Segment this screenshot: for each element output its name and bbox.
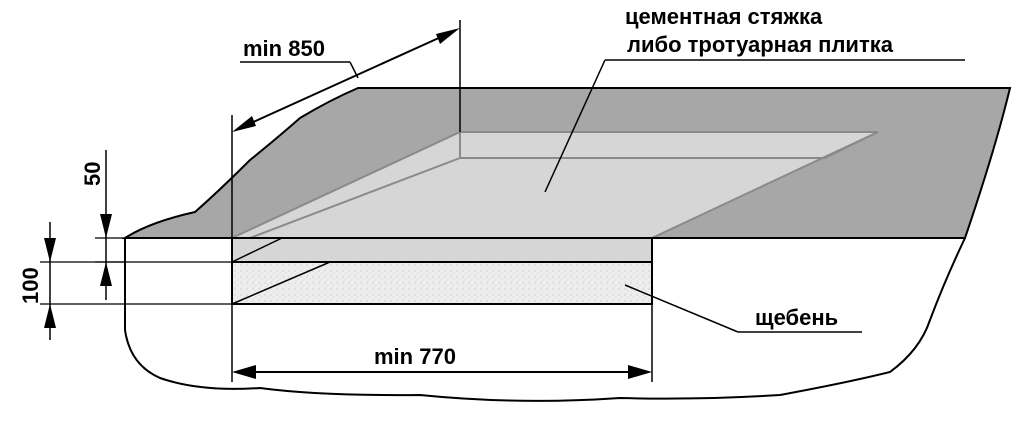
dim-label-850: min 850 bbox=[243, 36, 325, 61]
callout-label-surface-line2: либо тротуарная плитка bbox=[627, 32, 894, 57]
slab-section bbox=[231, 237, 653, 263]
arrow-head bbox=[232, 365, 256, 379]
leader-line bbox=[349, 61, 359, 79]
arrow-head bbox=[44, 304, 56, 328]
arrow-head bbox=[100, 262, 112, 286]
dim-label-50: 50 bbox=[80, 162, 105, 186]
gravel-section-hatch bbox=[231, 261, 331, 305]
callout-label-surface-line1: цементная стяжка bbox=[625, 4, 823, 29]
gravel-section bbox=[231, 261, 653, 305]
slab-inner-edge bbox=[824, 131, 879, 159]
callout-label-gravel: щебень bbox=[755, 305, 838, 330]
arrow-head bbox=[232, 116, 256, 132]
callout-leader bbox=[544, 59, 606, 193]
slab-section-hatch bbox=[231, 237, 283, 263]
arrow-head bbox=[436, 28, 460, 44]
dim-line-850 bbox=[239, 31, 453, 129]
arrow-head bbox=[100, 214, 112, 238]
arrow-head bbox=[628, 365, 652, 379]
dim-label-100: 100 bbox=[18, 267, 43, 304]
callout-leader bbox=[624, 284, 739, 333]
slab-inner-edge bbox=[249, 157, 461, 239]
dim-label-770: min 770 bbox=[374, 344, 456, 369]
arrow-head bbox=[44, 238, 56, 262]
